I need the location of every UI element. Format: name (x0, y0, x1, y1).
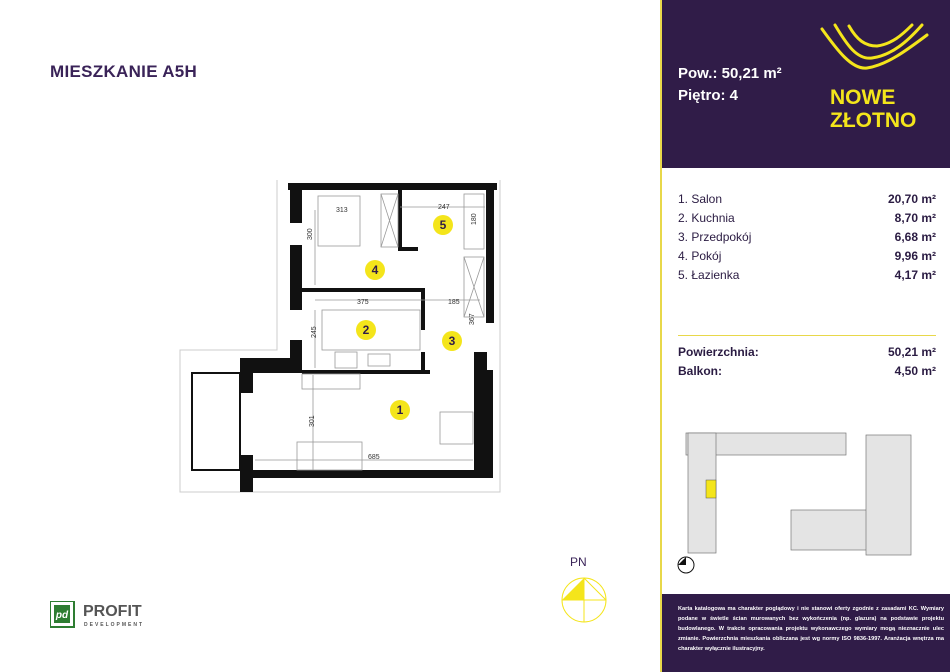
dim-label: 300 (307, 228, 314, 240)
room-row: 4. Pokój 9,96 m² (678, 249, 936, 268)
brand-waves-icon (820, 23, 929, 70)
dim-label: 180 (471, 213, 478, 225)
divider (678, 335, 936, 336)
room-number: 3 (449, 334, 456, 348)
room-area: 20,70 m² (887, 192, 936, 206)
dim-label: 685 (368, 454, 380, 461)
room-name: 2. Kuchnia (678, 211, 735, 225)
room-name: 1. Salon (678, 192, 723, 206)
area-summary: Pow.: 50,21 m² (678, 65, 782, 82)
totals: Powierzchnia:50,21 m² Balkon:4,50 m² (678, 345, 936, 378)
apartment-title: MIESZKANIE A5H (50, 62, 198, 81)
room-number: 4 (372, 263, 379, 277)
compass-label: PN (570, 555, 587, 569)
disclaimer: Karta katalogowa ma charakter poglądowy … (662, 594, 950, 672)
building-key-plan (677, 432, 912, 574)
room-row: 5. Łazienka 4,17 m² (678, 268, 936, 287)
dim-label: 301 (309, 415, 316, 427)
svg-text:pd: pd (55, 610, 69, 621)
room-number: 1 (397, 403, 404, 417)
room-row: 3. Przedpokój 6,68 m² (678, 230, 936, 249)
balcony (191, 372, 241, 471)
room-list: 1. Salon 20,70 m² 2. Kuchnia 8,70 m² 3. Prze… (678, 192, 936, 287)
dim-label: 375 (357, 299, 369, 306)
room-number: 2 (363, 323, 370, 337)
svg-text:DEVELOPMENT: DEVELOPMENT (84, 622, 144, 628)
dim-label: 367 (469, 313, 476, 325)
dim-label: 313 (336, 207, 348, 214)
room-number: 5 (440, 218, 447, 232)
dim-label: 245 (311, 326, 318, 338)
dim-label: 185 (448, 299, 460, 306)
developer-logo: pd PROFIT DEVELOPMENT (49, 600, 160, 634)
room-row: 2. Kuchnia 8,70 m² (678, 211, 936, 230)
room-area: 4,17 m² (894, 268, 936, 282)
walls (240, 183, 497, 492)
floor-summary: Piętro: 4 (678, 87, 739, 104)
room-name: 4. Pokój (678, 249, 722, 263)
room-area: 6,68 m² (894, 230, 936, 244)
room-area: 9,96 m² (894, 249, 936, 263)
room-area: 8,70 m² (894, 211, 936, 225)
room-name: 3. Przedpokój (678, 230, 752, 244)
compass-icon (561, 577, 607, 623)
dim-label: 247 (438, 204, 450, 211)
svg-text:PROFIT: PROFIT (83, 603, 142, 620)
floor-plan: 313 300 247 180 375 185 367 245 301 685 … (179, 180, 501, 493)
room-row: 1. Salon 20,70 m² (678, 192, 936, 211)
room-name: 5. Łazienka (678, 268, 740, 282)
